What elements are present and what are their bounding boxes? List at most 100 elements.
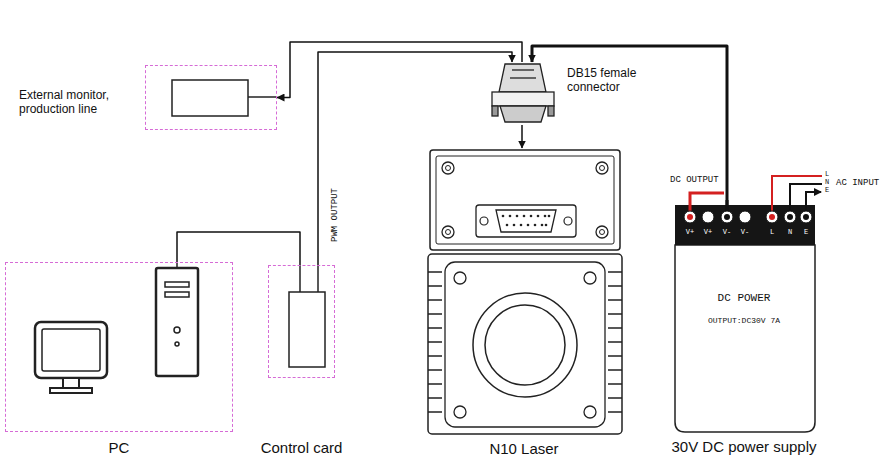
cable bbox=[277, 42, 522, 98]
monitor-device bbox=[172, 80, 248, 116]
pin bbox=[534, 224, 537, 227]
cable-stub bbox=[248, 96, 277, 98]
led bbox=[175, 342, 179, 346]
port-screw bbox=[480, 217, 488, 225]
pin bbox=[523, 215, 526, 218]
output-ring bbox=[473, 293, 577, 397]
cable bbox=[521, 125, 523, 148]
terminal-label: N bbox=[788, 229, 792, 236]
terminal-label: V- bbox=[723, 229, 731, 236]
output-aperture bbox=[485, 305, 565, 385]
power-button bbox=[174, 327, 180, 333]
control-card-illustration bbox=[289, 265, 325, 367]
wire-label: E bbox=[825, 187, 829, 194]
screw bbox=[800, 211, 812, 223]
screw-hole bbox=[446, 166, 451, 171]
ring-terminal bbox=[769, 214, 775, 220]
pc-group: PC bbox=[5, 262, 233, 432]
connector-shell bbox=[492, 92, 554, 106]
ring-terminal bbox=[803, 214, 809, 220]
ac-wire-l bbox=[772, 176, 822, 217]
connector-face bbox=[500, 106, 546, 122]
cable bbox=[318, 52, 512, 265]
body-face bbox=[445, 262, 605, 427]
screw-hole bbox=[454, 406, 466, 418]
laser-body bbox=[428, 254, 622, 434]
screw-hole bbox=[584, 272, 596, 284]
node-text: 30V DC power supply bbox=[671, 438, 816, 456]
monitor-frame bbox=[35, 322, 107, 378]
laser-illustration bbox=[428, 150, 622, 434]
monitor-group: External monitor, production line bbox=[145, 65, 277, 130]
pc-illustration bbox=[35, 262, 198, 393]
wire-label: N bbox=[825, 179, 829, 186]
port-pins bbox=[502, 215, 551, 227]
node-label: PC bbox=[109, 439, 130, 457]
terminal-label: E bbox=[804, 229, 808, 236]
screw bbox=[784, 211, 796, 223]
pin bbox=[506, 224, 509, 227]
node-label: Control card bbox=[261, 439, 343, 457]
pin bbox=[502, 215, 505, 218]
screw-hole bbox=[596, 162, 608, 174]
terminal-label: V- bbox=[741, 229, 749, 236]
hood-ridge bbox=[510, 77, 536, 78]
node-label: N10 Laser bbox=[489, 440, 558, 458]
psu-body bbox=[675, 245, 815, 432]
terminal-screws bbox=[684, 211, 812, 223]
pin bbox=[548, 215, 551, 218]
pin bbox=[545, 224, 548, 227]
screw bbox=[739, 211, 751, 223]
plate-inner bbox=[436, 156, 614, 244]
db15-connector: DB15 female connector bbox=[488, 62, 556, 125]
pin bbox=[520, 224, 523, 227]
db15-connector-illustration bbox=[492, 64, 554, 122]
screw-hole bbox=[600, 230, 605, 235]
terminal-label: L bbox=[770, 229, 774, 236]
control-card bbox=[289, 292, 325, 367]
drive-slot bbox=[165, 282, 189, 287]
wire-label: L bbox=[825, 171, 829, 178]
screw-hole bbox=[596, 226, 608, 238]
signal-label: PWM OUTPUT bbox=[331, 188, 340, 242]
connector-screw bbox=[492, 106, 498, 116]
signal-label: AC INPUT bbox=[836, 179, 879, 188]
screw-hole bbox=[442, 226, 454, 238]
screw-hole bbox=[600, 166, 605, 171]
connector-hood bbox=[499, 64, 546, 92]
ring-terminal bbox=[687, 214, 693, 220]
node-label: DB15 female connector bbox=[567, 66, 667, 95]
cable bbox=[532, 46, 727, 200]
screw-hole bbox=[446, 230, 451, 235]
screw bbox=[721, 211, 733, 223]
control-card-group: Control card bbox=[268, 265, 335, 378]
screw bbox=[766, 211, 778, 223]
pin bbox=[509, 215, 512, 218]
cable-stub bbox=[299, 265, 301, 292]
node-label: DC POWER bbox=[718, 292, 771, 305]
pin bbox=[527, 224, 530, 227]
pin bbox=[537, 215, 540, 218]
drive-slot bbox=[165, 292, 189, 297]
db15-port bbox=[496, 210, 556, 232]
monitor-device-illustration bbox=[172, 80, 277, 116]
pc-tower bbox=[156, 268, 198, 376]
signal-label: DC OUTPUT bbox=[670, 176, 719, 185]
ring-terminal bbox=[787, 214, 793, 220]
pin bbox=[513, 224, 516, 227]
pin bbox=[541, 224, 544, 227]
screw bbox=[684, 211, 696, 223]
cable-stub bbox=[317, 265, 319, 292]
monitor-screen bbox=[42, 329, 100, 371]
screw-hole bbox=[584, 406, 596, 418]
node-text: OUTPUT:DC30V 7A bbox=[708, 316, 780, 326]
screw bbox=[702, 211, 714, 223]
node-label: External monitor, production line bbox=[19, 88, 137, 117]
pin bbox=[530, 215, 533, 218]
monitor-stand bbox=[63, 378, 79, 388]
pin bbox=[544, 215, 547, 218]
screw-hole bbox=[454, 272, 466, 284]
